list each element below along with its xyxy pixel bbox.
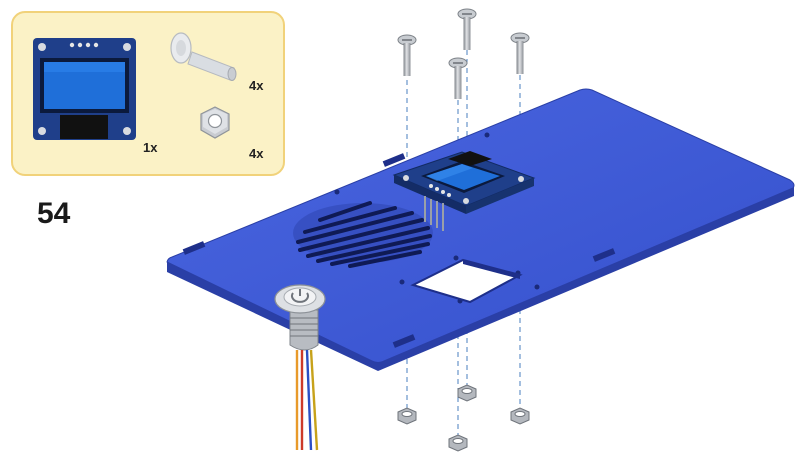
- step-number: 54: [37, 197, 71, 230]
- oled-display-quantity: 1x: [143, 140, 158, 155]
- base-plate: [166, 88, 795, 371]
- screw-2: [457, 8, 477, 50]
- power-button-wires: [295, 349, 319, 451]
- hex-nut-quantity: 4x: [249, 146, 264, 161]
- screw-icon: [170, 32, 237, 81]
- screw-4: [510, 32, 530, 74]
- screw-quantity: 4x: [249, 78, 264, 93]
- speaker-grille: [293, 201, 433, 268]
- power-button-icon: [274, 284, 326, 351]
- nut-1: [397, 407, 417, 425]
- nut-4: [510, 407, 530, 425]
- oled-display-icon: [33, 38, 136, 140]
- hex-nut-icon: [200, 106, 230, 139]
- nut-3: [448, 434, 468, 452]
- screw-1: [397, 34, 417, 76]
- oled-module: [392, 151, 536, 231]
- nut-2: [457, 384, 477, 402]
- screw-3: [448, 57, 468, 99]
